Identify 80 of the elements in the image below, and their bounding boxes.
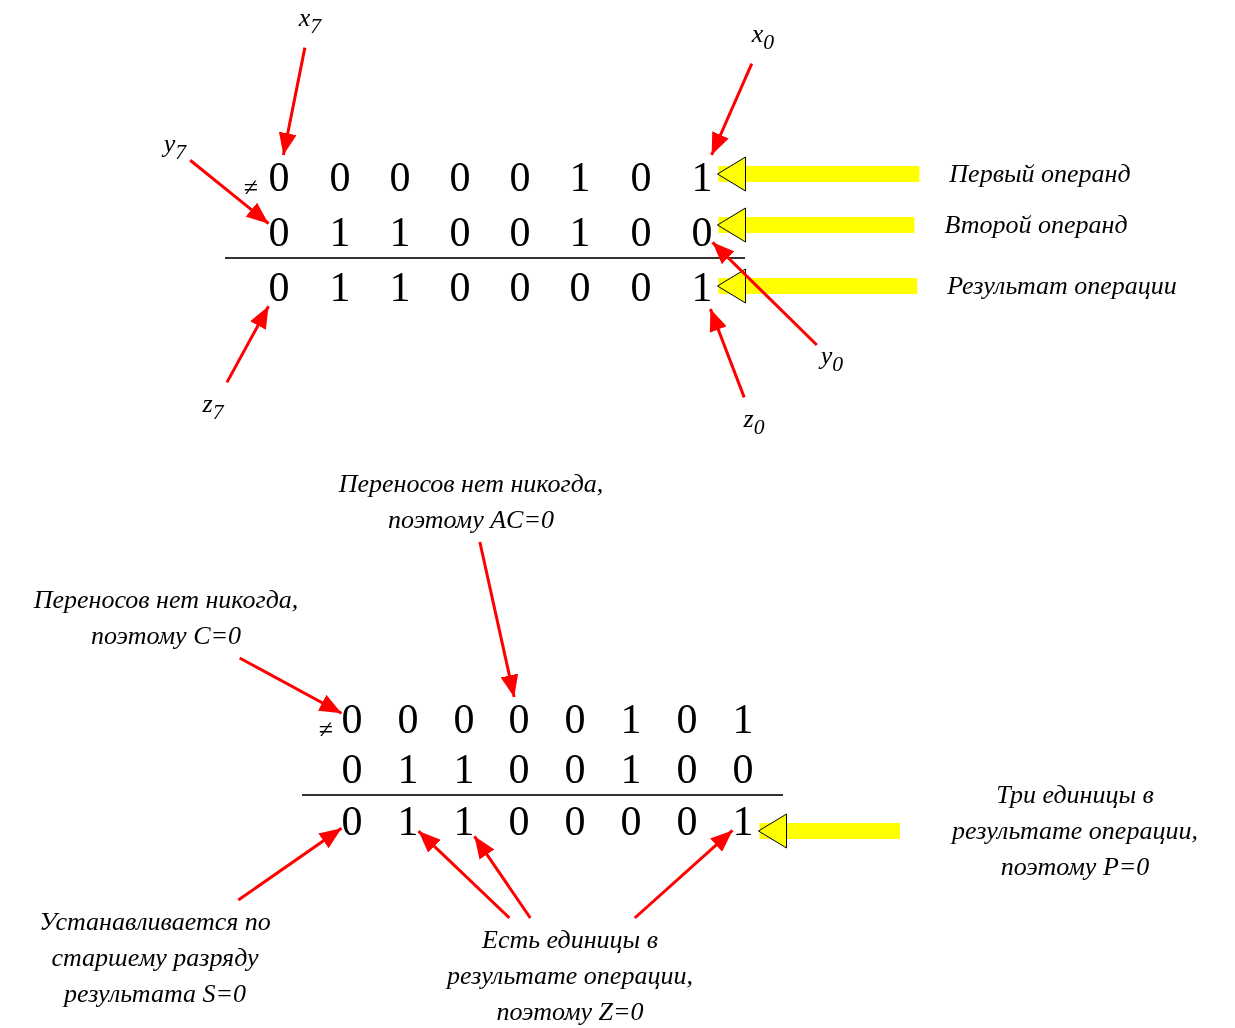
binary-digit: 0 [329,155,351,199]
annotation-text: Устанавливается по старшему разряду результата S=0 [20,904,290,1012]
annotation-text: Переносов нет никогда, поэтому C=0 [1,582,331,654]
binary-digit: 0 [676,799,698,843]
arrow [238,656,343,715]
binary-digit: 0 [564,747,586,791]
annotation-text: Результат операции [947,268,1177,304]
binary-digit: 1 [329,210,351,254]
binary-digit: 0 [268,210,290,254]
binary-digit: 0 [732,747,754,791]
arrow [633,829,734,920]
block-arrow [717,156,920,192]
binary-digit: 1 [389,265,411,309]
arrow [709,308,746,398]
variable-label: y$_{0}$ [820,338,844,382]
binary-digit: 0 [630,210,652,254]
annotation-text: Есть единицы в результате операции, поэтому Z=0 [415,922,725,1028]
binary-digit: 0 [268,155,290,199]
binary-digit: 1 [569,210,591,254]
binary-digit: 0 [620,799,642,843]
binary-digit: 1 [620,747,642,791]
binary-digit: 0 [564,697,586,741]
arrow [478,541,519,698]
binary-digit: 0 [569,265,591,309]
binary-digit: 1 [620,697,642,741]
arrow [711,241,818,347]
binary-digit: 0 [508,747,530,791]
xor-sign: ≠ [243,173,259,203]
block-arrow [717,207,915,243]
binary-digit: 1 [329,265,351,309]
variable-label: z$_{0}$ [743,401,765,445]
block-arrow [758,813,900,849]
binary-digit: 0 [397,697,419,741]
arrow [473,835,532,919]
binary-digit: 0 [341,747,363,791]
binary-digit: 0 [449,210,471,254]
block-arrow [717,268,918,304]
xor-sign: ≠ [318,715,334,745]
arrow [237,827,343,902]
arrow [278,47,307,156]
binary-digit: 1 [732,697,754,741]
binary-digit: 0 [389,155,411,199]
binary-digit: 0 [564,799,586,843]
binary-digit: 1 [732,799,754,843]
arrow [189,159,270,225]
binary-digit: 0 [508,799,530,843]
variable-label: x$_{7}$ [298,0,322,44]
binary-digit: 1 [691,155,713,199]
binary-digit: 0 [630,265,652,309]
binary-digit: 0 [676,747,698,791]
variable-label: y$_{7}$ [163,126,187,170]
binary-digit: 0 [509,210,531,254]
binary-digit: 0 [509,265,531,309]
binary-digit: 1 [397,799,419,843]
binary-digit: 0 [268,265,290,309]
annotation-text: Второй операнд [944,207,1128,243]
annotation-text: Первый операнд [949,156,1131,192]
binary-digit: 0 [449,265,471,309]
binary-digit: 1 [453,747,475,791]
binary-digit: 0 [676,697,698,741]
annotation-text: Переносов нет никогда, поэтому AC=0 [306,466,636,538]
binary-digit: 0 [449,155,471,199]
binary-digit: 0 [508,697,530,741]
binary-digit: 0 [341,799,363,843]
variable-label: x$_{0}$ [751,16,775,60]
variable-label: z$_{7}$ [202,386,224,430]
binary-digit: 1 [397,747,419,791]
binary-digit: 0 [509,155,531,199]
binary-digit: 1 [691,265,713,309]
annotation-text: Три единицы в результате операции, поэтому P=0 [930,777,1220,885]
binary-digit: 1 [569,155,591,199]
arrow [225,305,270,384]
arrow [710,63,754,156]
binary-digit: 0 [630,155,652,199]
binary-digit: 1 [389,210,411,254]
binary-digit: 1 [453,799,475,843]
binary-digit: 0 [453,697,475,741]
binary-digit: 0 [341,697,363,741]
binary-digit: 0 [691,210,713,254]
arrow [417,829,511,920]
